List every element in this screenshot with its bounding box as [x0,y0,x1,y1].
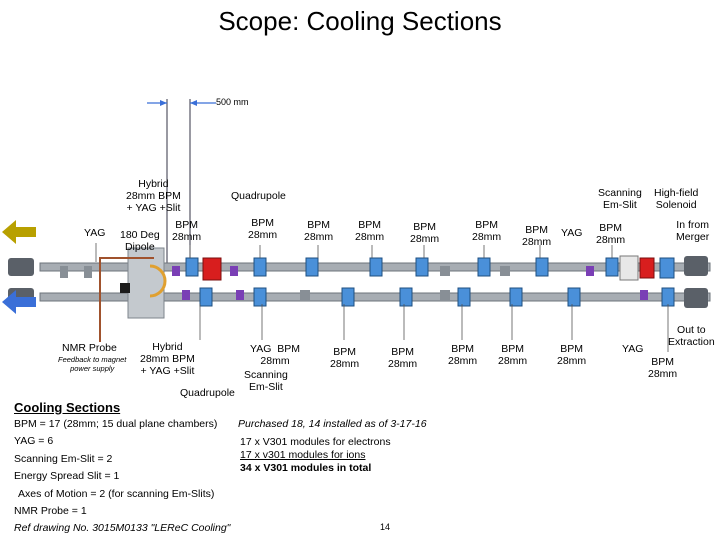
label-bpm-e: BPM 28mm [410,221,440,245]
label-yag-bottom: YAG [622,343,644,355]
label-bpm-h: BPM 28mm [596,222,626,246]
bpm-bottom-1 [199,287,213,307]
stat-modules-ions: 17 x v301 modules for ions [240,449,366,461]
stat-energy: Energy Spread Slit = 1 [14,470,120,482]
label-quadrupole-bottom: Quadrupole [180,387,235,399]
bpm-top-5 [415,257,429,277]
bpm-bottom-8 [661,287,675,307]
stat-yag: YAG = 6 [14,435,54,447]
scanning-em-slit-device [619,255,639,281]
yag-bottom-2 [236,290,244,300]
page-title: Scope: Cooling Sections [218,6,502,36]
feedback-line [99,257,154,342]
ref-drawing: Ref drawing No. 3015M0133 "LEReC Cooling… [14,522,231,534]
label-bpm-6: BPM 28mm [648,356,678,380]
bpm-bottom-5 [457,287,471,307]
stat-scanning: Scanning Em-Slit = 2 [14,453,113,465]
stat-bpm: BPM = 17 (28mm; 15 dual plane chambers) [14,418,218,430]
page-number: 14 [380,522,391,532]
label-dipole: 180 Deg Dipole [120,229,160,253]
label-bpm-3: BPM 28mm [448,343,478,367]
yag-bottom-3 [640,290,648,300]
label-bpm-d: BPM 28mm [355,219,385,243]
label-yag-right: YAG [561,227,583,239]
label-bpm-1: BPM 28mm [330,346,360,370]
label-scanning-bottom: Scanning Em-Slit [244,369,288,393]
cooling-sections-heading: Cooling Sections [14,400,121,415]
label-nmr-probe: NMR Probe [62,342,117,354]
label-hybrid-bottom: Hybrid 28mm BPM + YAG +Slit [140,341,195,377]
right-end-device-bottom [684,288,708,308]
bpm-top-3 [305,257,319,277]
bpm-bottom-3 [341,287,355,307]
bpm-top-6 [477,257,491,277]
yag-bottom-1 [182,290,190,300]
measure-label: 500 mm [216,97,249,107]
stat-modules-electrons: 17 x V301 modules for electrons [240,436,391,448]
label-bpm-f: BPM 28mm [472,219,502,243]
bpm-top-2 [253,257,267,277]
label-scanning-top: Scanning Em-Slit [598,187,642,211]
high-field-solenoid [639,257,655,279]
label-yag-bpm: YAG BPM 28mm [250,343,300,367]
label-yag-left: YAG [84,227,106,239]
yag-top-2 [230,266,238,276]
lower-beam-pipe [39,292,711,302]
bpm-bottom-6 [509,287,523,307]
stat-nmr: NMR Probe = 1 [14,505,87,517]
label-hybrid-top: Hybrid 28mm BPM + YAG +Slit [126,178,181,214]
label-bpm-b: BPM 28mm [248,217,278,241]
label-quadrupole-top: Quadrupole [231,190,286,202]
yag-top-1 [172,266,180,276]
right-end-device-top [684,256,708,276]
bpm-top-4 [369,257,383,277]
label-bpm-g: BPM 28mm [522,224,552,248]
left-end-device-top [8,258,34,276]
label-in-from: In from Merger [676,219,710,243]
label-solenoid: High-field Solenoid [654,187,699,211]
stat-axes: Axes of Motion = 2 (for scanning Em-Slit… [18,488,215,500]
dipole-coil [120,283,130,293]
stat-modules-total: 34 x V301 modules in total [240,462,372,474]
bpm-bottom-7 [567,287,581,307]
label-bpm-2: BPM 28mm [388,346,418,370]
quadrupole-magnet [202,257,222,281]
yag-top-3 [586,266,594,276]
bpm-bottom-2 [253,287,267,307]
arrow-out-left [2,290,36,314]
label-bpm-4: BPM 28mm [498,343,528,367]
stat-purchased: Purchased 18, 14 installed as of 3-17-16 [238,418,427,430]
bpm-top-7 [535,257,549,277]
bpm-top-1 [185,257,199,277]
solenoid-bpm [659,257,675,279]
bpm-top-8 [605,257,619,277]
label-out-to: Out to Extraction [668,324,715,348]
dipole-magnet [127,247,165,319]
label-feedback: Feedback to magnet power supply [58,355,127,373]
label-bpm-c: BPM 28mm [304,219,334,243]
dipole-bend [149,264,167,298]
label-bpm-5: BPM 28mm [557,343,587,367]
label-bpm-a: BPM 28mm [172,219,202,243]
arrow-in-left [2,220,36,244]
bpm-bottom-4 [399,287,413,307]
